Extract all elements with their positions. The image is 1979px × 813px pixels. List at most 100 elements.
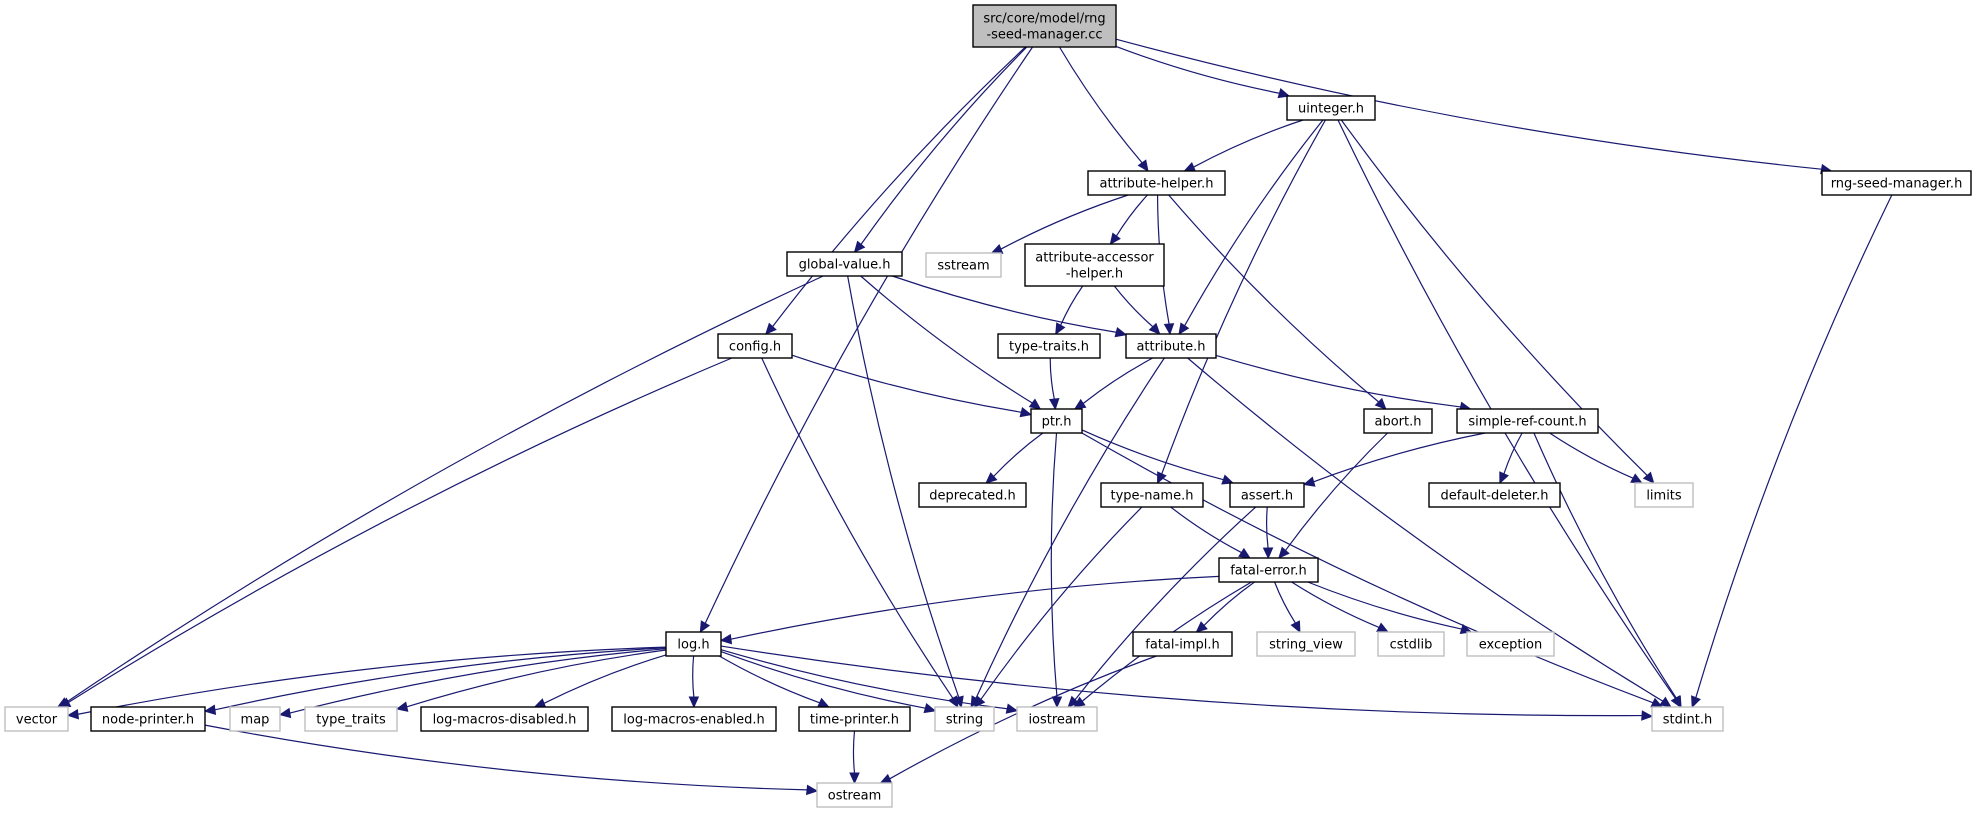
edge-line (1081, 429, 1224, 481)
edge-line (860, 275, 1033, 404)
node-timeprinter[interactable]: time-printer.h (798, 706, 911, 732)
edge-line (1215, 354, 1461, 408)
node-typename[interactable]: type-name.h (1100, 482, 1204, 508)
node-fatalimpl[interactable]: fatal-impl.h (1132, 631, 1233, 657)
edge-root-to-uinteger (1115, 45, 1291, 99)
node-ostream: ostream (816, 782, 893, 808)
edge-line (1058, 46, 1143, 164)
node-log[interactable]: log.h (665, 631, 722, 657)
edge-attrhelper-to-abort (1168, 194, 1387, 410)
edge-attribute-to-simpleref (1215, 354, 1472, 412)
edge-line (1115, 194, 1148, 237)
arrowhead (1221, 474, 1235, 485)
node-label: uinteger.h (1298, 102, 1364, 117)
node-simpleref[interactable]: simple-ref-count.h (1456, 408, 1599, 434)
node-label: time-printer.h (810, 713, 899, 728)
arrowhead (395, 701, 409, 712)
edge-accessor-to-attribute (1113, 285, 1161, 335)
edge-log-to-logdisabled (533, 654, 667, 709)
edge-log-to-string (720, 651, 937, 714)
node-stringview: string_view (1256, 631, 1356, 657)
edge-log-to-type_traits (395, 649, 667, 712)
node-map: map (229, 706, 281, 732)
edge-attribute-to-stdint (1187, 357, 1672, 708)
arrowhead (533, 698, 547, 709)
edge-log-to-iostream (720, 649, 1019, 714)
node-logenabled[interactable]: log-macros-enabled.h (611, 706, 777, 732)
arrowhead (1114, 327, 1128, 338)
node-box (1229, 482, 1305, 508)
edge-uinteger-to-limits (1340, 119, 1655, 484)
edge-config-to-string (761, 357, 959, 709)
arrowhead (1630, 473, 1643, 484)
node-box (611, 706, 777, 732)
arrowhead (719, 633, 733, 645)
node-box (420, 706, 589, 732)
edge-line (1113, 285, 1154, 328)
node-accessor[interactable]: attribute-accessor-helper.h (1024, 243, 1165, 287)
node-root[interactable]: src/core/model/rng-seed-manager.cc (972, 4, 1117, 48)
edge-line (1000, 194, 1129, 250)
edge-abort-to-fatalerror (1278, 432, 1388, 559)
node-typetraits[interactable]: type-traits.h (997, 333, 1101, 359)
node-label: global-value.h (799, 258, 891, 273)
edge-line (406, 649, 667, 708)
edge-attribute-to-ptr (1073, 357, 1153, 410)
node-attribute[interactable]: attribute.h (1125, 333, 1217, 359)
node-box (918, 482, 1027, 508)
edge-ptr-to-deprecated (985, 432, 1044, 484)
node-logdisabled[interactable]: log-macros-disabled.h (420, 706, 589, 732)
edge-log-to-logenabled (688, 655, 700, 709)
arrowhead (1262, 547, 1274, 560)
node-ptr[interactable]: ptr.h (1030, 408, 1083, 434)
edge-rngseed-to-stdint (1691, 194, 1893, 709)
edge-line (204, 724, 808, 791)
node-box (934, 706, 995, 732)
node-label: log-macros-disabled.h (433, 713, 577, 728)
node-deprecated[interactable]: deprecated.h (918, 482, 1027, 508)
node-config[interactable]: config.h (717, 333, 793, 359)
edge-fatalerror-to-fatalimpl (1195, 581, 1255, 633)
node-rngseed[interactable]: rng-seed-manager.h (1821, 170, 1972, 196)
edge-ptr-to-assert (1081, 429, 1235, 485)
node-label: default-deleter.h (1441, 489, 1549, 504)
arrowhead (985, 472, 998, 484)
edge-line (772, 46, 1026, 327)
edge-fatalerror-to-log (719, 575, 1220, 645)
node-nodeprinter[interactable]: node-printer.h (90, 706, 206, 732)
node-cstdlib: cstdlib (1377, 631, 1445, 657)
node-box (1634, 482, 1694, 508)
node-vector: vector (4, 706, 69, 732)
node-iostream: iostream (1016, 706, 1098, 732)
edge-line (1193, 119, 1304, 168)
edge-line (1187, 357, 1664, 702)
arrowhead (688, 696, 700, 709)
arrowhead (805, 784, 819, 796)
node-assert[interactable]: assert.h (1229, 482, 1305, 508)
edge-line (1307, 581, 1462, 630)
node-label: rng-seed-manager.h (1831, 177, 1963, 192)
edge-simpleref-to-assert (1302, 432, 1486, 487)
node-attrhelper[interactable]: attribute-helper.h (1087, 170, 1226, 196)
arrowhead (1642, 471, 1655, 484)
edge-log-to-stdint (720, 645, 1654, 721)
arrowhead (923, 702, 937, 714)
arrowhead (1290, 620, 1301, 634)
arrowhead (849, 772, 860, 785)
edge-line (1184, 119, 1324, 326)
edge-log-to-map (278, 648, 667, 719)
arrowhead (1499, 471, 1509, 485)
arrowhead (1238, 547, 1251, 559)
node-fatalerror[interactable]: fatal-error.h (1218, 557, 1319, 583)
node-uinteger[interactable]: uinteger.h (1286, 95, 1376, 121)
node-globalvalue[interactable]: global-value.h (786, 251, 903, 277)
arrowhead (1178, 322, 1190, 336)
edge-line (1115, 38, 1822, 170)
edge-line (1285, 432, 1388, 551)
node-box (1100, 482, 1204, 508)
node-abort[interactable]: abort.h (1363, 408, 1433, 434)
edge-config-to-ptr (791, 354, 1033, 418)
node-defdeleter[interactable]: default-deleter.h (1428, 482, 1561, 508)
node-label: stdint.h (1663, 713, 1712, 728)
node-label: attribute-helper.h (1099, 177, 1213, 192)
